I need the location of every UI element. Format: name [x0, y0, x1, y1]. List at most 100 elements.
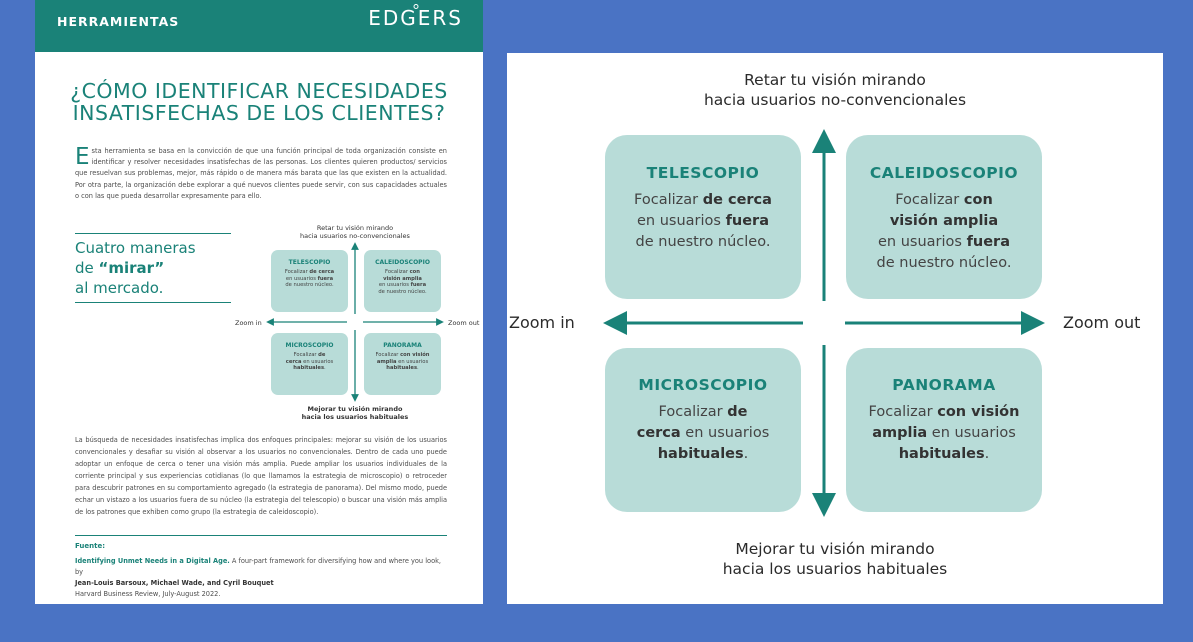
- microscopio-card: MICROSCOPIO Focalizar de cerca en usuario…: [605, 348, 801, 512]
- panorama-desc: Focalizar con visión amplia en usuarios ha…: [846, 402, 1042, 465]
- mini-tel-t2: en usuarios: [285, 275, 318, 282]
- microscopio-title: MICROSCOPIO: [638, 376, 768, 394]
- bottom-caption-line-2: hacia los usuarios habituales: [722, 560, 948, 578]
- mini-bottom-line-1: Mejorar tu visión mirando: [307, 405, 403, 413]
- callout-line-2a: de: [75, 259, 99, 277]
- mini-top-caption: Retar tu visión mirando hacia usuarios n…: [235, 224, 475, 240]
- tel-b1: de cerca: [702, 192, 772, 208]
- mini-cal-b2: visión amplia: [383, 275, 422, 282]
- tel-b2: fuera: [725, 213, 769, 229]
- mini-tel-t3: de nuestro núcleo.: [285, 282, 334, 289]
- source-citation: Identifying Unmet Needs in a Digital Age…: [75, 556, 447, 600]
- mic-b2: cerca: [636, 425, 681, 441]
- tel-t2: en usuarios: [637, 213, 726, 229]
- panorama-card: PANORAMA Focalizar con visión amplia en u…: [846, 348, 1042, 512]
- mic-b1: de: [727, 404, 748, 420]
- tel-t3: de nuestro núcleo.: [635, 234, 771, 250]
- mini-microscopio-title: MICROSCOPIO: [285, 342, 334, 349]
- pan-b1: con visión: [937, 404, 1020, 420]
- logo-text: EDGERS: [368, 6, 463, 30]
- logo-ring-icon: [413, 4, 419, 9]
- mini-pan-t3: .: [417, 365, 419, 372]
- bottom-caption-line-1: Mejorar tu visión mirando: [735, 540, 935, 558]
- panorama-title: PANORAMA: [892, 376, 996, 394]
- callout-line-2b: “mirar”: [98, 259, 165, 277]
- caleidoscopio-title: CALEIDOSCOPIO: [869, 164, 1019, 182]
- mini-pan-t1: Focalizar: [375, 352, 401, 358]
- cal-t3: en usuarios: [878, 234, 967, 250]
- mini-framework-diagram: Retar tu visión mirando hacia usuarios n…: [235, 222, 485, 427]
- top-caption-line-2: hacia usuarios no-convencionales: [703, 91, 967, 109]
- section-label: HERRAMIENTAS: [57, 14, 180, 29]
- mini-telescopio-title: TELESCOPIO: [288, 259, 331, 266]
- framework-axes: [603, 129, 1045, 517]
- mini-axes: [266, 242, 444, 402]
- callout-heading: Cuatro maneras de “mirar” al mercado.: [75, 233, 231, 303]
- pan-b2: amplia: [872, 425, 928, 441]
- caleidoscopio-desc: Focalizar con visión amplia en usuarios fu…: [846, 190, 1042, 274]
- source-publication: Harvard Business Review, July-August 202…: [75, 590, 221, 598]
- mini-top-line-2: hacia usuarios no-convencionales: [300, 232, 410, 240]
- source-label: Fuente:: [75, 542, 106, 550]
- title-line-2: INSATISFECHAS DE LOS CLIENTES?: [72, 101, 446, 125]
- mini-top-line-1: Retar tu visión mirando: [316, 224, 394, 232]
- mini-tel-b1: de cerca: [309, 269, 335, 275]
- mini-bottom-line-2: hacia los usuarios habituales: [301, 413, 409, 421]
- mini-pan-b3: habituales: [386, 365, 418, 372]
- source-authors: Jean-Louis Barsoux, Michael Wade, and Cy…: [75, 579, 274, 587]
- telescopio-desc: Focalizar de cerca en usuarios fuera de nu…: [605, 190, 801, 253]
- callout-line-1: Cuatro maneras: [75, 239, 196, 257]
- pan-t1: Focalizar: [868, 404, 938, 420]
- pan-b3: habituales: [898, 446, 985, 462]
- mini-zoom-in-label: Zoom in: [235, 319, 262, 327]
- mini-caleidoscopio-title: CALEIDOSCOPIO: [375, 259, 430, 266]
- document-title: ¿CÓMO IDENTIFICAR NECESIDADES INSATISFEC…: [59, 80, 459, 124]
- mini-cal-t4: de nuestro núcleo.: [378, 288, 427, 295]
- mini-tel-t1: Focalizar: [284, 269, 310, 275]
- source-desc: A four-part framework for diversifying h…: [75, 557, 442, 576]
- pan-t3: .: [984, 446, 990, 462]
- mini-mic-b3: habituales: [293, 365, 325, 372]
- mini-cal-t3: en usuarios: [378, 282, 411, 289]
- top-caption-line-1: Retar tu visión mirando: [744, 71, 926, 89]
- cal-t1: Focalizar: [895, 192, 964, 208]
- tel-t1: Focalizar: [634, 192, 703, 208]
- telescopio-title: TELESCOPIO: [646, 164, 760, 182]
- intro-text: sta herramienta se basa en la convicción…: [75, 147, 447, 200]
- mini-pan-t2: en usuarios: [396, 358, 429, 365]
- pan-t2: en usuarios: [927, 425, 1016, 441]
- mic-t1: Focalizar: [658, 404, 728, 420]
- mini-pan-b1: con visión: [400, 352, 430, 358]
- source-title: Identifying Unmet Needs in a Digital Age…: [75, 557, 230, 565]
- mini-panorama-title: PANORAMA: [383, 342, 422, 349]
- mini-tel-b2: fuera: [317, 275, 334, 282]
- mini-mic-t3: .: [324, 365, 326, 372]
- cal-b2: visión amplia: [889, 213, 999, 229]
- document-page: HERRAMIENTAS EDGERS ¿CÓMO IDENTIFICAR NE…: [35, 0, 483, 604]
- caleidoscopio-card: CALEIDOSCOPIO Focalizar con visión amplia…: [846, 135, 1042, 299]
- mini-mic-b1: de: [318, 352, 326, 358]
- mic-t2: en usuarios: [680, 425, 770, 441]
- mini-cal-b1: con: [409, 269, 420, 275]
- mini-bottom-caption: Mejorar tu visión mirando hacia los usua…: [235, 405, 475, 421]
- callout-line-3: al mercado.: [75, 279, 164, 297]
- source-divider: [75, 535, 447, 536]
- drop-cap: E: [75, 144, 90, 170]
- mini-mic-t1: Focalizar: [293, 352, 319, 358]
- cal-b1: con: [963, 192, 993, 208]
- top-caption: Retar tu visión mirando hacia usuarios n…: [507, 70, 1163, 110]
- cal-b3: fuera: [966, 234, 1010, 250]
- framework-panel: Retar tu visión mirando hacia usuarios n…: [507, 53, 1163, 604]
- mini-zoom-out-label: Zoom out: [448, 319, 480, 327]
- cal-t4: de nuestro núcleo.: [876, 255, 1012, 271]
- mini-pan-b2: amplia: [376, 358, 397, 365]
- telescopio-card: TELESCOPIO Focalizar de cerca en usuarios…: [605, 135, 801, 299]
- mini-mic-t2: en usuarios: [301, 358, 334, 365]
